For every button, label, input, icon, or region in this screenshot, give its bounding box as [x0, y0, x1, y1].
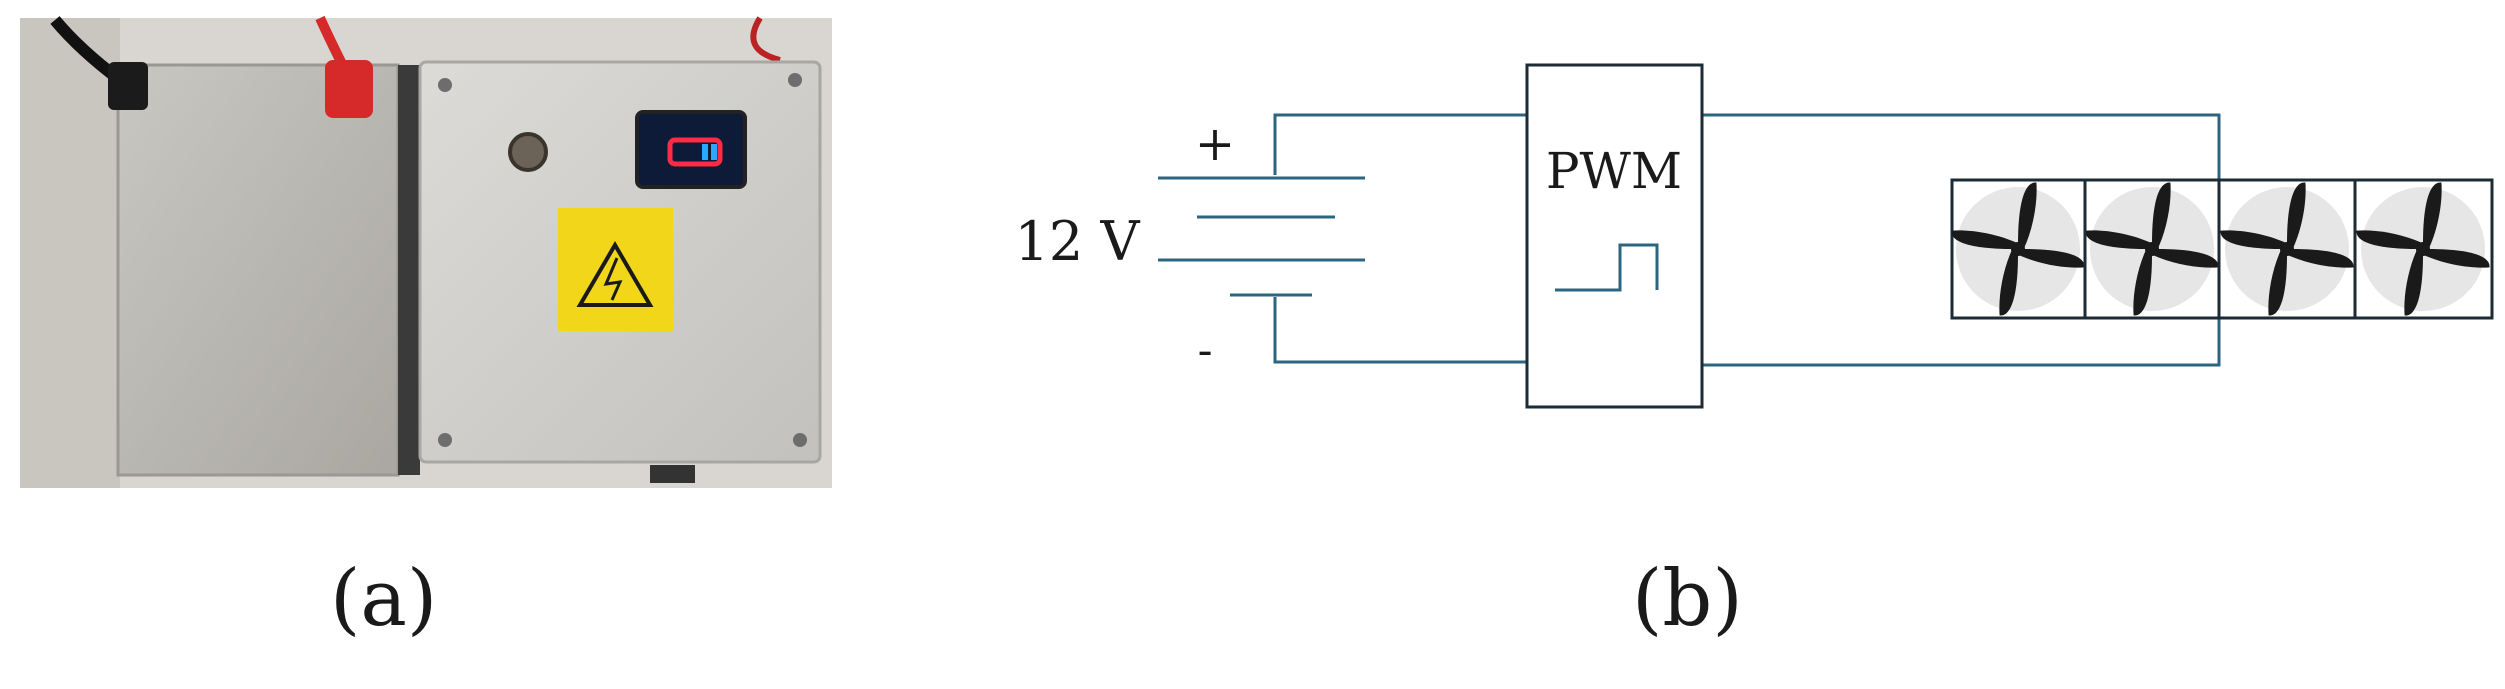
- fan-blade: [2133, 249, 2152, 316]
- fan-hub: [2416, 242, 2430, 256]
- fan-array: [1950, 178, 2494, 320]
- fan-blade: [2287, 182, 2306, 249]
- panel-b-circuit: + 12 V - PWM: [1015, 63, 2494, 409]
- square-pulse-icon: [1555, 243, 1659, 292]
- fan-blade: [1999, 249, 2018, 316]
- meter-bar-2: [711, 144, 717, 160]
- fan-blade: [2085, 230, 2152, 249]
- battery-voltage-label: 12 V: [1015, 210, 1141, 273]
- fan-blade: [2423, 249, 2490, 268]
- caption-b: (b): [1632, 554, 1743, 644]
- toggle-switch: [508, 132, 548, 172]
- fan-hub: [2011, 242, 2025, 256]
- battery-minus-label: -: [1198, 325, 1213, 376]
- fan-blade: [2018, 182, 2037, 249]
- fan-blade: [2356, 230, 2423, 249]
- screw-br: [793, 433, 807, 447]
- fan-icon: [1951, 182, 2085, 316]
- warning-triangle-icon: [576, 241, 654, 307]
- fan-blade: [2152, 182, 2171, 249]
- battery-plus-label: +: [1195, 116, 1235, 172]
- box-gap: [398, 65, 420, 475]
- left-box: [116, 63, 400, 477]
- warning-label: [558, 208, 673, 331]
- pwm-controller: [1525, 63, 1704, 409]
- caption-a: (a): [330, 554, 438, 644]
- wire-top-right: [1702, 113, 2221, 180]
- bottom-connector: [650, 465, 695, 483]
- fan-blade: [2423, 182, 2442, 249]
- red-cable-2: [750, 16, 781, 63]
- fan-blade: [2152, 249, 2219, 268]
- fan-blade: [2018, 249, 2085, 268]
- fan-blade: [1951, 230, 2018, 249]
- wire-bottom-right: [1702, 318, 2221, 367]
- screw-tr: [788, 73, 802, 87]
- fan-blade: [2287, 249, 2354, 268]
- meter-battery-icon: [667, 137, 723, 167]
- fan-icon: [2356, 182, 2490, 316]
- photo-background-dark-edge: [20, 18, 120, 488]
- fan-blade: [2268, 249, 2287, 316]
- wire-top-left: [1273, 113, 1527, 175]
- panel-a-photo: [20, 15, 832, 488]
- fan-hub: [2145, 242, 2159, 256]
- voltage-meter: [635, 110, 747, 189]
- fan-blade: [2404, 249, 2423, 316]
- fan-icon: [2220, 182, 2354, 316]
- screw-tl: [438, 78, 452, 92]
- red-clip: [325, 60, 373, 118]
- screw-bl: [438, 433, 452, 447]
- black-clip: [108, 62, 148, 110]
- wire-bottom-left: [1273, 297, 1527, 364]
- lightning-icon: [603, 257, 623, 301]
- meter-bar-1: [702, 144, 708, 160]
- pwm-label: PWM: [1546, 142, 1682, 200]
- fan-blade: [2220, 230, 2287, 249]
- fan-icon: [2085, 182, 2219, 316]
- fan-hub: [2280, 242, 2294, 256]
